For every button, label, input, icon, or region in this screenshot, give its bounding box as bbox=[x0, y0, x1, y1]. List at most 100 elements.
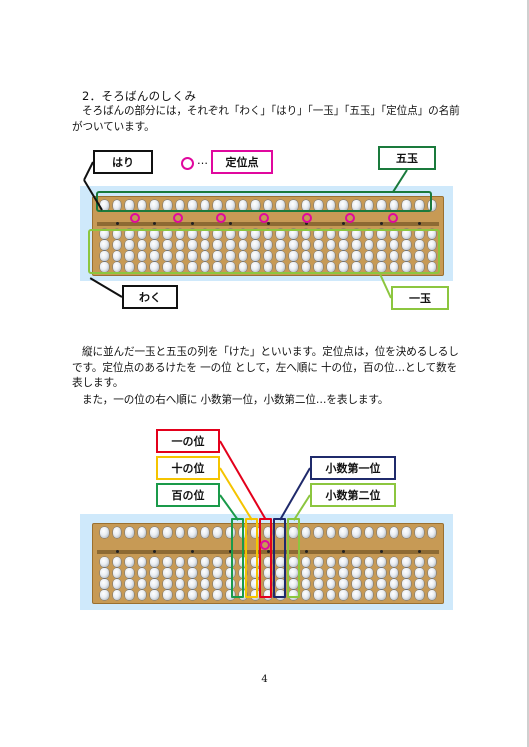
godama-bead bbox=[213, 527, 222, 538]
teiiten-dot bbox=[153, 222, 157, 225]
godama-bead bbox=[163, 527, 172, 538]
ichidama-bead bbox=[289, 229, 298, 239]
godama-bead bbox=[402, 527, 411, 538]
highlight-hyaku-column bbox=[231, 518, 244, 598]
godama-bead bbox=[226, 200, 235, 211]
ichidama-bead bbox=[112, 240, 122, 250]
ichidama-bead bbox=[251, 568, 260, 578]
ichidama-bead bbox=[326, 251, 336, 261]
godama-bead bbox=[339, 200, 348, 211]
ichidama-bead bbox=[200, 557, 210, 567]
ichidama-bead bbox=[301, 579, 311, 589]
godama-bead bbox=[150, 200, 159, 211]
godama-bead bbox=[163, 200, 172, 211]
teiiten-highlight-ring bbox=[259, 213, 269, 223]
teiiten-dot bbox=[191, 222, 195, 225]
ichidama-bead bbox=[314, 568, 323, 578]
ichidama-bead bbox=[137, 590, 147, 600]
godama-bead bbox=[213, 200, 222, 211]
ichidama-bead bbox=[112, 229, 122, 239]
ichidama-bead bbox=[238, 262, 248, 272]
ichidama-bead bbox=[163, 557, 172, 567]
teiiten-dot bbox=[380, 222, 384, 225]
ichidama-bead bbox=[100, 557, 109, 567]
ichidama-bead bbox=[352, 262, 361, 272]
godama-bead bbox=[415, 527, 424, 538]
ichidama-bead bbox=[389, 262, 399, 272]
ichidama-bead bbox=[112, 262, 122, 272]
ichidama-bead bbox=[125, 557, 134, 567]
godama-bead bbox=[251, 200, 260, 211]
ichidama-bead bbox=[402, 251, 411, 261]
godama-bead bbox=[364, 200, 374, 211]
label-hyaku-no-kurai: 百の位 bbox=[156, 483, 220, 507]
teiiten-dot bbox=[266, 222, 270, 225]
highlight-shosu1-column bbox=[273, 518, 286, 598]
ichidama-bead bbox=[377, 557, 386, 567]
godama-bead bbox=[326, 200, 336, 211]
ichidama-bead bbox=[364, 262, 374, 272]
label-shosu-daini: 小数第二位 bbox=[310, 483, 396, 507]
ichidama-bead bbox=[377, 229, 386, 239]
ichidama-bead bbox=[427, 590, 437, 600]
ichidama-bead bbox=[200, 579, 210, 589]
godama-bead bbox=[125, 527, 134, 538]
teiiten-dot bbox=[229, 550, 232, 553]
ichidama-bead bbox=[263, 579, 273, 589]
teiiten-highlight-ring bbox=[260, 540, 270, 550]
ichidama-bead bbox=[352, 251, 361, 261]
ichidama-bead bbox=[150, 229, 159, 239]
paragraph-keta: 縦に並んだ一玉と五玉の列を「けた」といいます。定位点は，位を決めるしるしです。定… bbox=[72, 346, 459, 389]
ichidama-bead bbox=[339, 262, 348, 272]
teiiten-dot bbox=[115, 550, 119, 553]
ichidama-bead bbox=[175, 590, 185, 600]
ichidama-bead bbox=[364, 557, 374, 567]
ichidama-bead bbox=[389, 240, 399, 250]
ichidama-bead bbox=[415, 579, 424, 589]
ichidama-bead bbox=[188, 590, 197, 600]
ichidama-bead bbox=[377, 240, 386, 250]
godama-bead bbox=[100, 200, 109, 211]
ichidama-bead bbox=[200, 229, 210, 239]
ichidama-bead bbox=[326, 590, 336, 600]
ichidama-bead bbox=[276, 229, 285, 239]
godama-bead bbox=[427, 527, 437, 538]
ichidama-bead bbox=[402, 262, 411, 272]
godama-bead bbox=[188, 200, 197, 211]
ichidama-bead bbox=[276, 251, 285, 261]
ichidama-bead bbox=[226, 557, 235, 567]
teiiten-dot bbox=[115, 222, 119, 225]
godama-bead bbox=[175, 200, 185, 211]
ichidama-bead bbox=[415, 240, 424, 250]
ichidama-bead bbox=[263, 557, 273, 567]
godama-bead bbox=[276, 527, 285, 538]
label-teiiten: 定位点 bbox=[211, 150, 273, 174]
ichidama-bead bbox=[226, 262, 235, 272]
ichidama-bead bbox=[175, 568, 185, 578]
ichidama-bead bbox=[364, 568, 374, 578]
ichidama-bead bbox=[175, 240, 185, 250]
ichidama-bead bbox=[238, 229, 248, 239]
ichidama-bead bbox=[100, 240, 109, 250]
ichidama-bead bbox=[389, 579, 399, 589]
ichidama-bead bbox=[200, 568, 210, 578]
ichidama-bead bbox=[314, 240, 323, 250]
page-edge bbox=[527, 0, 529, 747]
teiiten-highlight-ring bbox=[388, 213, 398, 223]
ichidama-bead bbox=[301, 262, 311, 272]
abacus-photo-place-values bbox=[80, 514, 453, 610]
ichidama-bead bbox=[427, 568, 437, 578]
ichidama-bead bbox=[289, 251, 298, 261]
ichidama-bead bbox=[402, 557, 411, 567]
ichidama-bead bbox=[175, 262, 185, 272]
godama-bead bbox=[289, 527, 298, 538]
teiiten-dot bbox=[266, 550, 270, 553]
ichidama-bead bbox=[339, 579, 348, 589]
ichidama-bead bbox=[213, 579, 222, 589]
ichidama-bead bbox=[150, 579, 159, 589]
legend-ellipsis: … bbox=[197, 154, 208, 167]
ichidama-bead bbox=[364, 229, 374, 239]
ichidama-bead bbox=[427, 251, 437, 261]
ichidama-bead bbox=[326, 262, 336, 272]
ichidama-bead bbox=[100, 568, 109, 578]
